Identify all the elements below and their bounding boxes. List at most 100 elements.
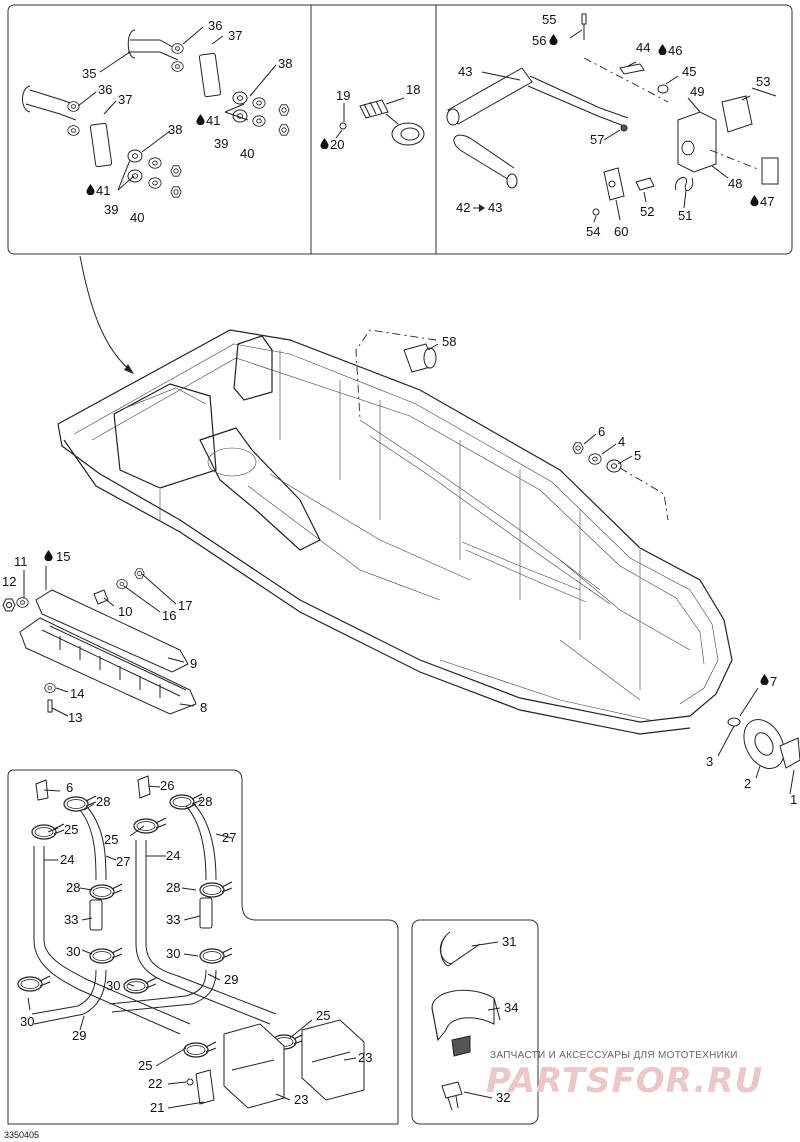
- sponson-assembly: [2, 566, 197, 717]
- callout-60: 60: [614, 224, 628, 239]
- callout-39-b: 39: [104, 202, 118, 217]
- callout-7: 7: [770, 674, 777, 689]
- callout-33-b: 33: [166, 912, 180, 927]
- callout-48: 48: [728, 176, 742, 191]
- callout-41-b: 41: [96, 183, 110, 198]
- callout-30-a: 30: [66, 944, 80, 959]
- callout-36-b: 36: [98, 82, 112, 97]
- callout-57: 57: [590, 132, 604, 147]
- drop-icon: [760, 674, 769, 685]
- callout-25-b: 25: [104, 832, 118, 847]
- callout-3: 3: [706, 754, 713, 769]
- callout-46: 46: [668, 43, 682, 58]
- top-frame: [7, 4, 793, 255]
- drop-icon: [750, 195, 759, 206]
- callout-16: 16: [162, 608, 176, 623]
- callout-49: 49: [690, 84, 704, 99]
- callout-23-b: 23: [358, 1050, 372, 1065]
- callout-labels: 36 37 35 38 36 37 41 38 39 40 41 39 40 1…: [2, 12, 797, 1115]
- callout-43-a: 43: [458, 64, 472, 79]
- callout-26: 26: [160, 778, 174, 793]
- drop-icon: [196, 114, 205, 125]
- callout-35: 35: [82, 66, 96, 81]
- callout-42: 42: [456, 200, 470, 215]
- side-handle-assembly: [22, 26, 290, 198]
- callout-53: 53: [756, 74, 770, 89]
- callout-38-a: 38: [278, 56, 292, 71]
- callout-12: 12: [2, 574, 16, 589]
- callout-30-c: 30: [106, 978, 120, 993]
- callout-25-a: 25: [64, 822, 78, 837]
- callout-30-d: 30: [20, 1014, 34, 1029]
- callout-18: 18: [406, 82, 420, 97]
- callout-36-a: 36: [208, 18, 222, 33]
- part-58: [355, 329, 439, 421]
- callout-8: 8: [200, 700, 207, 715]
- callout-34: 34: [504, 1000, 518, 1015]
- callout-37-b: 37: [118, 92, 132, 107]
- callout-29-a: 29: [224, 972, 238, 987]
- callout-25-d: 25: [138, 1058, 152, 1073]
- reference-arrow: [79, 255, 133, 373]
- callout-10: 10: [118, 604, 132, 619]
- callout-11: 11: [14, 554, 28, 569]
- hull-body: [57, 329, 733, 735]
- callout-28-d: 28: [166, 880, 180, 895]
- callout-45: 45: [682, 64, 696, 79]
- callout-28-a: 28: [96, 794, 110, 809]
- callout-47: 47: [760, 194, 774, 209]
- callout-17: 17: [178, 598, 192, 613]
- callout-55: 55: [542, 12, 556, 27]
- bottom-left-frame: [7, 769, 399, 1125]
- callout-1: 1: [790, 792, 797, 807]
- callout-39-a: 39: [214, 136, 228, 151]
- callout-27-a: 27: [116, 854, 130, 869]
- watermark-logo: PARTSFOR.RU: [486, 1061, 763, 1101]
- callout-24-a: 24: [60, 852, 74, 867]
- callout-40-b: 40: [130, 210, 144, 225]
- watermark-caption: ЗАПЧАСТИ И АКСЕССУАРЫ ДЛЯ МОТОТЕХНИКИ: [490, 1050, 738, 1061]
- callout-31: 31: [502, 934, 516, 949]
- callout-43-b: 43: [488, 200, 502, 215]
- callout-15: 15: [56, 549, 70, 564]
- callout-9: 9: [190, 656, 197, 671]
- callout-23-a: 23: [294, 1092, 308, 1107]
- callout-20: 20: [330, 137, 344, 152]
- callout-28-b: 28: [198, 794, 212, 809]
- diagram-code: 3350405: [4, 1130, 39, 1140]
- callout-58: 58: [442, 334, 456, 349]
- drop-icon: [549, 34, 558, 45]
- callout-6-b: 6: [66, 780, 73, 795]
- drain-plug-assembly: [335, 97, 425, 146]
- right-arrow-icon: [473, 204, 485, 212]
- callout-56: 56: [532, 33, 546, 48]
- drop-icon: [44, 550, 53, 561]
- bottom-right-frame: [411, 919, 539, 1125]
- callout-5: 5: [634, 448, 641, 463]
- callout-14: 14: [70, 686, 84, 701]
- callout-30-b: 30: [166, 946, 180, 961]
- drop-icon: [86, 184, 95, 195]
- callout-25-c: 25: [316, 1008, 330, 1023]
- callout-41-a: 41: [206, 113, 220, 128]
- hose-assembly: [17, 775, 365, 1109]
- callout-13: 13: [68, 710, 82, 725]
- callout-19: 19: [336, 88, 350, 103]
- callout-32: 32: [496, 1090, 510, 1105]
- callout-24-b: 24: [166, 848, 180, 863]
- callout-4: 4: [618, 434, 625, 449]
- bow-eye-assembly: [717, 687, 800, 795]
- callout-38-b: 38: [168, 122, 182, 137]
- cable-tie-clips: [431, 931, 501, 1111]
- parts-6-4-5: [572, 433, 669, 521]
- watermark: ЗАПЧАСТИ И АКСЕССУАРЫ ДЛЯ МОТОТЕХНИКИ PA…: [486, 1050, 763, 1101]
- callout-44: 44: [636, 40, 650, 55]
- callout-6: 6: [598, 424, 605, 439]
- callout-2: 2: [744, 776, 751, 791]
- callout-21: 21: [150, 1100, 164, 1115]
- callout-51: 51: [678, 208, 692, 223]
- drop-icon: [320, 138, 329, 149]
- tow-pole-assembly: [446, 13, 779, 223]
- callout-29-b: 29: [72, 1028, 86, 1043]
